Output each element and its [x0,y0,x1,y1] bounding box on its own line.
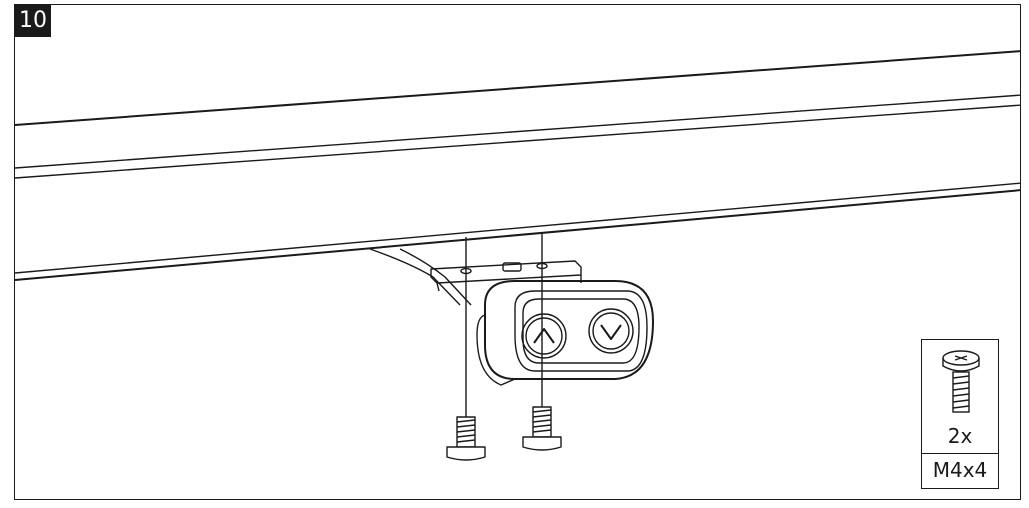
handset-side [476,314,516,386]
hardware-quantity: 2x [947,424,973,448]
screw-icon [942,350,980,413]
up-button [521,313,567,359]
handset-face-outer [514,290,648,372]
desktop-top-edge [15,50,1020,126]
screw-left [446,416,486,461]
handset-body [484,280,654,380]
hardware-callout: 2x M4x4 [921,339,999,489]
assembly-illustration [15,50,1020,461]
step-number-badge: 10 [15,5,51,37]
frame-beam-lower [15,189,1020,281]
desktop-band-upper [15,94,1020,169]
desktop-band-lower [15,104,1020,179]
down-chevron-icon [600,324,622,340]
up-chevron-icon [533,328,555,344]
down-button [588,308,634,354]
plate-slot [502,262,522,272]
handset-face-inner [522,298,640,364]
hardware-divider [922,453,998,454]
frame-beam-upper [15,182,1020,274]
hardware-size: M4x4 [932,458,988,482]
screw-right [522,406,562,451]
mounting-plate [430,260,582,284]
bracket-arm [369,248,472,306]
instruction-step-frame: 10 [14,4,1021,500]
